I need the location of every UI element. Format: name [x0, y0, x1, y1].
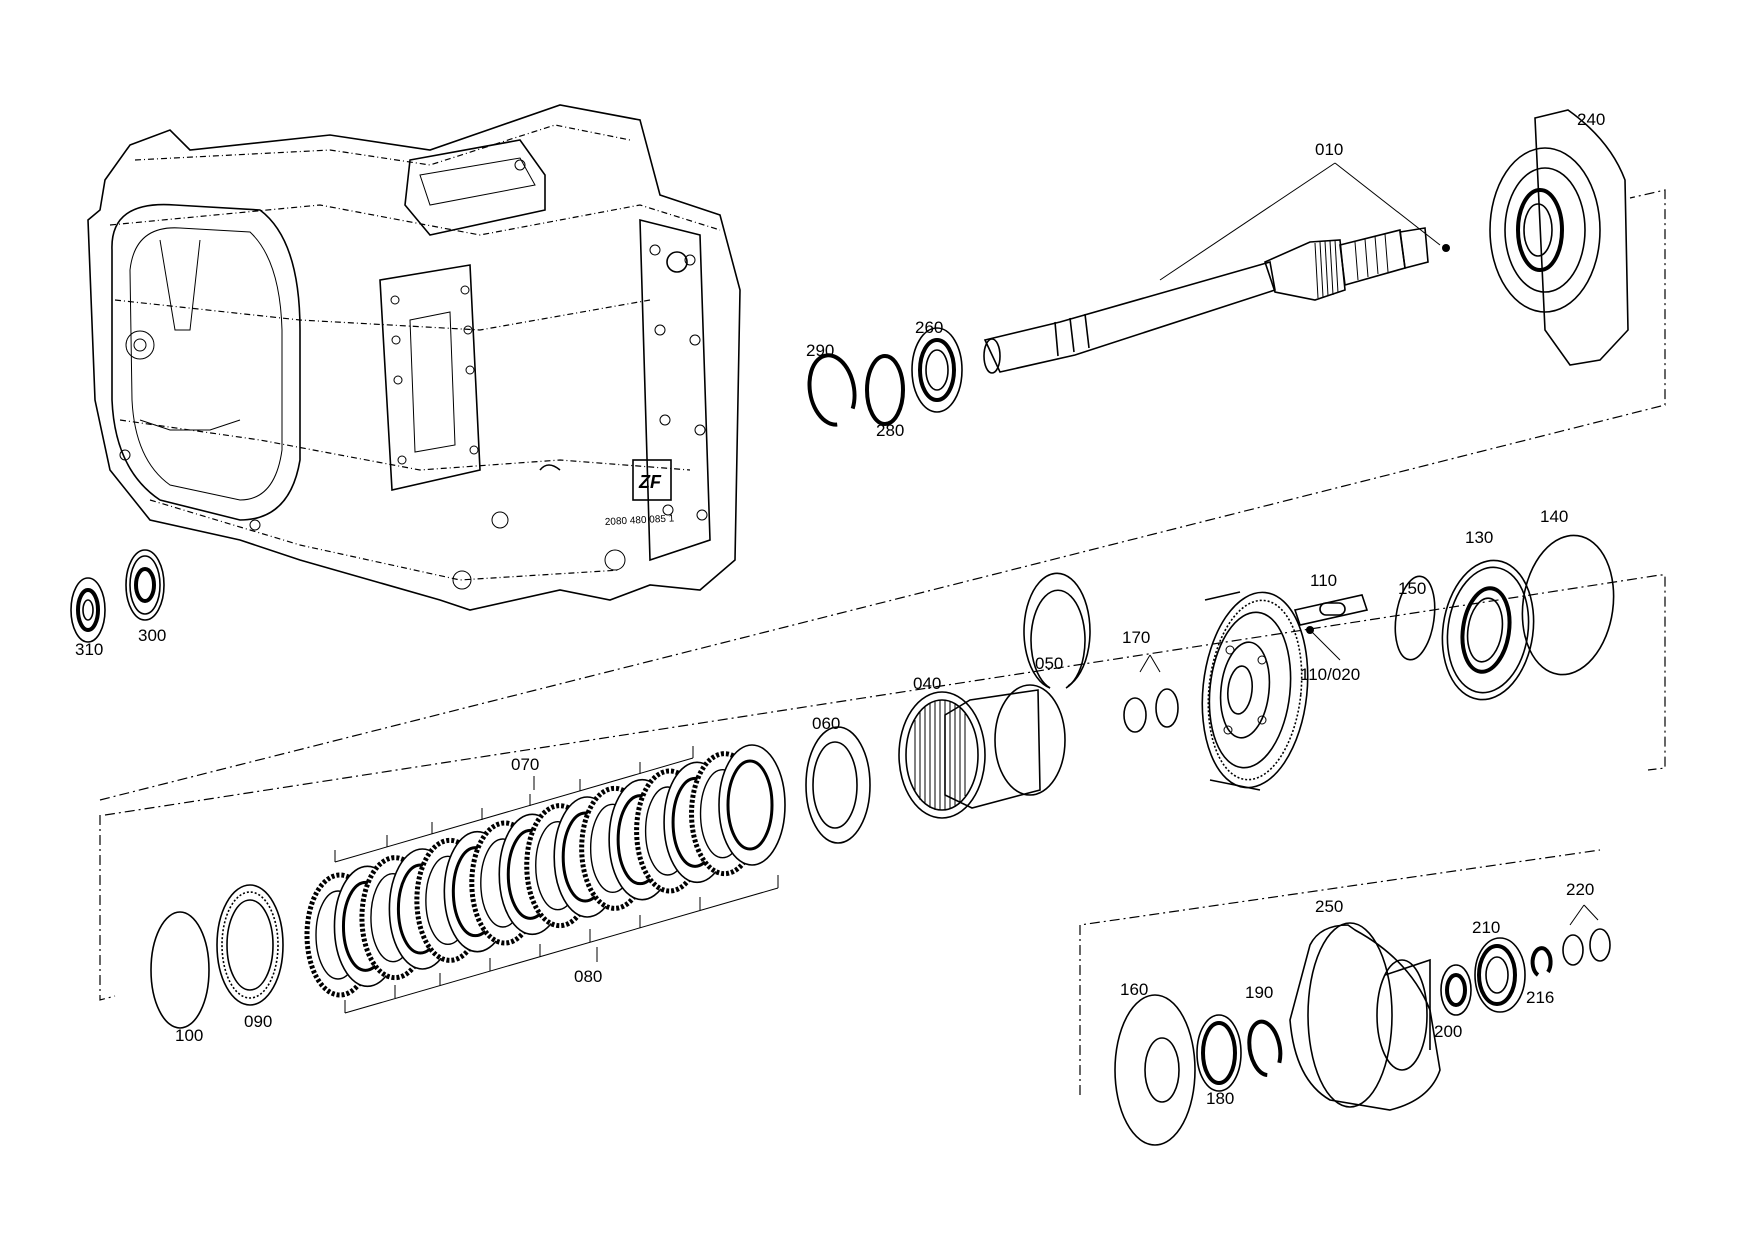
- label-200: 200: [1434, 1022, 1462, 1041]
- part-060-washer: [805, 726, 871, 844]
- part-050-circlip: [1023, 572, 1091, 689]
- label-160: 160: [1120, 980, 1148, 999]
- transmission-housing: ZF 2080 480 085 1: [87, 104, 741, 611]
- label-280: 280: [876, 421, 904, 440]
- label-180: 180: [1206, 1089, 1234, 1108]
- part-240-cover: [1489, 109, 1629, 366]
- gear-assembly: [1201, 591, 1309, 791]
- part-140-ring: [1521, 534, 1615, 676]
- label-220: 220: [1566, 880, 1594, 899]
- part-010-shaft: [983, 162, 1450, 374]
- label-250: 250: [1315, 897, 1343, 916]
- part-250-piston: [1289, 922, 1441, 1111]
- label-210: 210: [1472, 918, 1500, 937]
- part-290-circlip: [807, 353, 857, 427]
- part-200-ring: [1440, 964, 1472, 1016]
- label-110: 110: [1310, 571, 1337, 590]
- part-090-plate: [216, 884, 284, 1006]
- label-216: 216: [1526, 988, 1554, 1007]
- label-290: 290: [806, 341, 834, 360]
- label-010: 010: [1315, 140, 1343, 159]
- part-labels: 010 240 260 290 280 310 300 140 130 110 …: [75, 110, 1605, 1108]
- bracket-080: [344, 875, 779, 1014]
- label-170: 170: [1122, 628, 1150, 647]
- part-040-needle-bearing: [898, 684, 1066, 819]
- label-090: 090: [244, 1012, 272, 1031]
- part-190-circlip: [1247, 1019, 1283, 1078]
- label-240: 240: [1577, 110, 1605, 129]
- label-040: 040: [913, 674, 941, 693]
- part-216-clip: [1530, 946, 1553, 977]
- part-220-rings: [1562, 904, 1611, 966]
- assembly-boundary-right: [1079, 849, 1601, 1095]
- svg-text:ZF: ZF: [638, 472, 662, 492]
- label-060: 060: [812, 714, 840, 733]
- label-260: 260: [915, 318, 943, 337]
- clutch-pack: [304, 744, 786, 998]
- part-210-bearing: [1474, 937, 1526, 1013]
- part-110-pin: [1293, 594, 1369, 661]
- label-150: 150: [1398, 579, 1426, 598]
- part-280-ring: [865, 354, 905, 426]
- label-190: 190: [1245, 983, 1273, 1002]
- part-310-seal: [70, 577, 106, 643]
- part-260-bearing: [911, 327, 963, 413]
- label-050: 050: [1035, 654, 1063, 673]
- label-310: 310: [75, 640, 103, 659]
- label-140: 140: [1540, 507, 1568, 526]
- label-300: 300: [138, 626, 166, 645]
- label-100: 100: [175, 1026, 203, 1045]
- disc-bore: [726, 759, 774, 851]
- assembly-boundary-lower: [99, 574, 1666, 1001]
- housing-stamp: 2080 480 085 1: [605, 513, 675, 528]
- part-180-ring: [1196, 1014, 1242, 1092]
- label-080: 080: [574, 967, 602, 986]
- label-070: 070: [511, 755, 539, 774]
- part-160-disc: [1114, 994, 1196, 1146]
- part-300-seal: [125, 549, 165, 621]
- bracket-070: [334, 746, 694, 863]
- label-130: 130: [1465, 528, 1493, 547]
- assembly-boundary-upper: [99, 189, 1666, 801]
- part-130-bearing: [1441, 559, 1535, 701]
- part-170-rings: [1123, 654, 1179, 733]
- part-100-ring: [150, 911, 210, 1029]
- label-110-020: 110/020: [1300, 665, 1360, 684]
